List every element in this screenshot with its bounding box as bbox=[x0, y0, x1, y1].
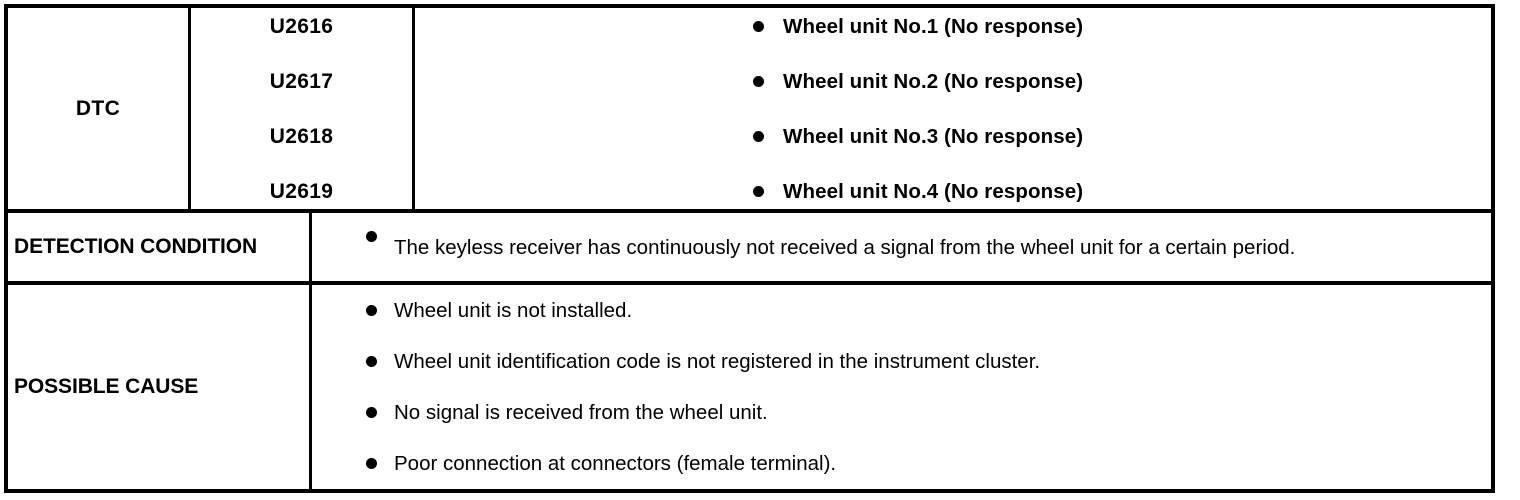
bullet-icon bbox=[753, 20, 764, 32]
dtc-description-text: Wheel unit No.3 (No response) bbox=[783, 124, 1084, 148]
row-header-possible-cause: POSSIBLE CAUSE bbox=[8, 285, 312, 489]
possible-cause-item: Poor connection at connectors (female te… bbox=[366, 438, 1491, 489]
table-row-detection-condition: DETECTION CONDITION The keyless receiver… bbox=[8, 213, 1491, 285]
dtc-description-text: Wheel unit No.4 (No response) bbox=[783, 179, 1084, 203]
detection-condition-text: The keyless receiver has continuously no… bbox=[394, 235, 1296, 259]
bullet-icon bbox=[753, 130, 764, 142]
dtc-description-item: Wheel unit No.4 (No response) bbox=[753, 164, 1153, 219]
dtc-description-item: Wheel unit No.2 (No response) bbox=[753, 54, 1153, 109]
dtc-description-column: Wheel unit No.1 (No response) Wheel unit… bbox=[415, 8, 1491, 209]
bullet-icon bbox=[366, 305, 377, 316]
possible-cause-text: Poor connection at connectors (female te… bbox=[394, 451, 837, 475]
dtc-table: DTC U2616 U2617 U2618 U2619 Wheel unit N… bbox=[4, 4, 1495, 493]
row-header-detection-condition: DETECTION CONDITION bbox=[8, 213, 312, 281]
detection-condition-content: The keyless receiver has continuously no… bbox=[312, 213, 1491, 281]
table-row-possible-cause: POSSIBLE CAUSE Wheel unit is not install… bbox=[8, 285, 1491, 489]
possible-cause-text: Wheel unit identification code is not re… bbox=[394, 349, 1041, 373]
dtc-description-text: Wheel unit No.1 (No response) bbox=[783, 14, 1084, 38]
possible-cause-text: No signal is received from the wheel uni… bbox=[394, 400, 768, 424]
possible-cause-item: Wheel unit is not installed. bbox=[366, 285, 1491, 336]
possible-cause-text: Wheel unit is not installed. bbox=[394, 298, 633, 322]
bullet-icon bbox=[753, 185, 764, 197]
possible-cause-item: No signal is received from the wheel uni… bbox=[366, 387, 1491, 438]
row-header-dtc: DTC bbox=[8, 8, 191, 209]
bullet-icon bbox=[366, 407, 377, 418]
possible-cause-content: Wheel unit is not installed. Wheel unit … bbox=[312, 285, 1491, 489]
dtc-description-text: Wheel unit No.2 (No response) bbox=[783, 69, 1084, 93]
dtc-description-item: Wheel unit No.1 (No response) bbox=[753, 0, 1153, 54]
dtc-code-cell: U2616 bbox=[269, 14, 334, 38]
dtc-code-cell: U2618 bbox=[269, 124, 334, 148]
dtc-code-cell: U2619 bbox=[269, 179, 334, 203]
bullet-icon bbox=[753, 75, 764, 87]
table-row-dtc: DTC U2616 U2617 U2618 U2619 Wheel unit N… bbox=[8, 8, 1491, 213]
dtc-description-item: Wheel unit No.3 (No response) bbox=[753, 109, 1153, 164]
dtc-code-cell: U2617 bbox=[269, 69, 334, 93]
bullet-icon bbox=[366, 458, 377, 469]
dtc-code-column: U2616 U2617 U2618 U2619 bbox=[191, 8, 415, 209]
possible-cause-item: Wheel unit identification code is not re… bbox=[366, 336, 1491, 387]
bullet-icon bbox=[366, 231, 377, 242]
bullet-icon bbox=[366, 356, 377, 367]
